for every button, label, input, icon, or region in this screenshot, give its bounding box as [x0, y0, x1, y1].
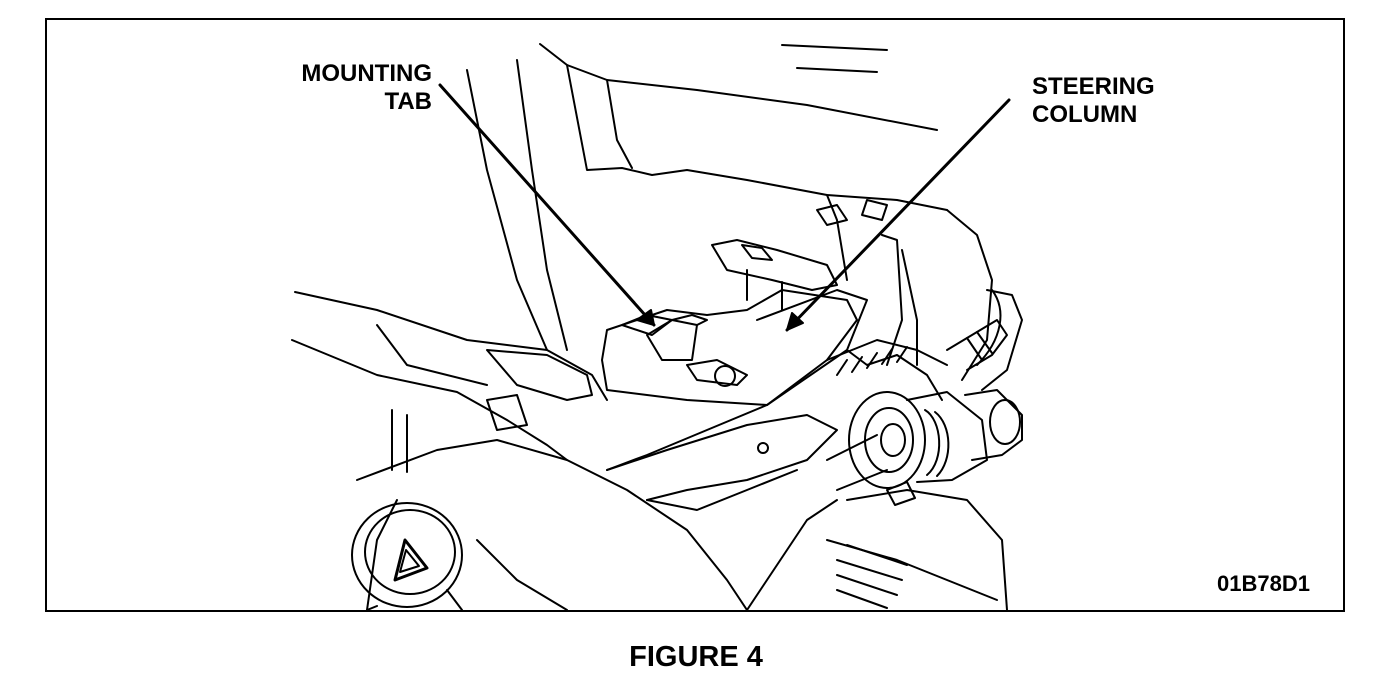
steering-column-callout-line-1: STEERING — [1032, 73, 1155, 100]
mounting-bracket — [816, 194, 1023, 391]
mounting-tab-callout: MOUNTING TAB — [287, 60, 432, 116]
column-module — [601, 239, 858, 406]
hazard-switch — [351, 502, 463, 610]
steering-column-callout-line-2: COLUMN — [1032, 101, 1138, 128]
lower-trim-panel — [291, 291, 608, 473]
steering-column-leader — [785, 98, 1011, 332]
mounting-tab-leader — [438, 83, 656, 327]
lower-dash — [356, 439, 1008, 610]
steering-shaft — [826, 319, 1023, 506]
steering-column-shroud — [606, 289, 948, 511]
illustration-frame: MOUNTING TAB STEERING COLUMN 01B78D1 — [45, 18, 1345, 612]
figure-caption: FIGURE 4 — [629, 641, 763, 673]
mounting-tab-callout-line-1: MOUNTING — [301, 60, 432, 87]
steering-column-illustration — [291, 43, 1023, 610]
steering-column-callout: STEERING COLUMN — [1032, 73, 1155, 129]
figure-code: 01B78D1 — [1217, 571, 1310, 596]
dashboard-upper-panel — [466, 43, 948, 351]
mounting-tab-callout-line-2: TAB — [384, 88, 432, 115]
